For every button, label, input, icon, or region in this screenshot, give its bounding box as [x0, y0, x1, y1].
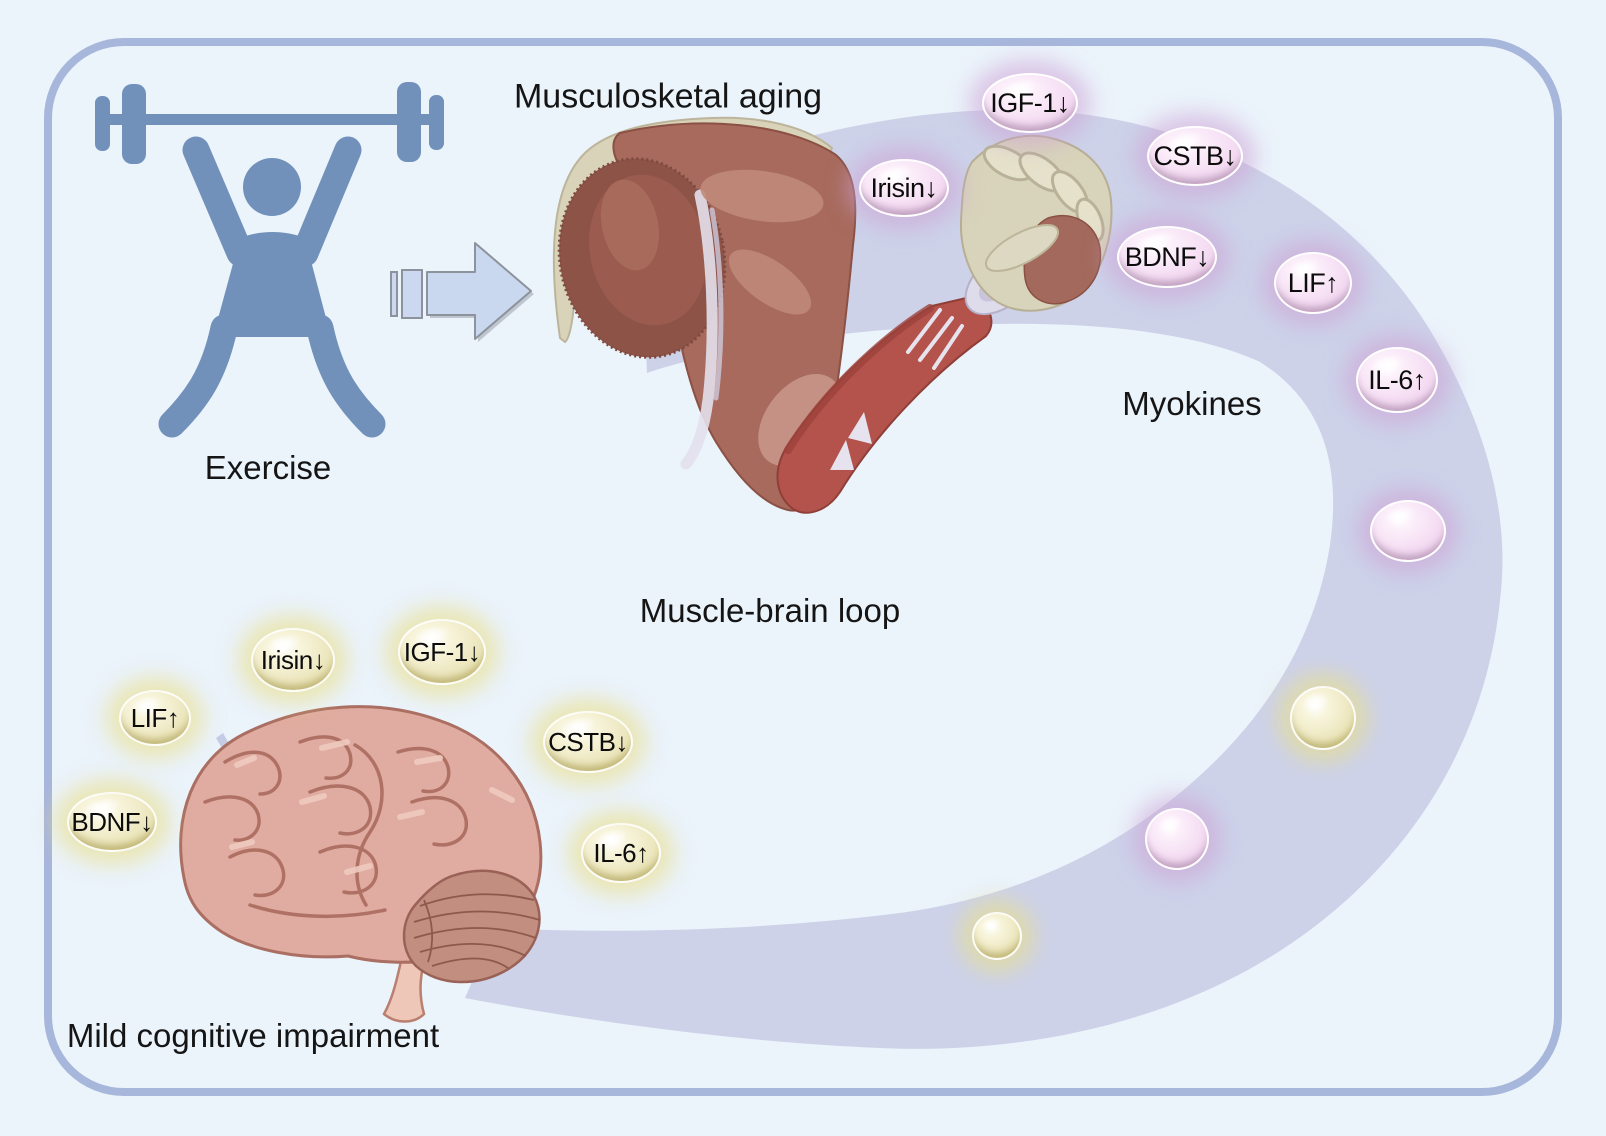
bubble-muscle-bdnf: BDNF↓ — [1117, 226, 1217, 288]
bubble-label: IGF-1↓ — [403, 636, 481, 667]
bubble-traveling-pink-2 — [1145, 808, 1209, 870]
bubble-traveling-yellow-1 — [1290, 686, 1356, 750]
figure-frame-border — [44, 38, 1562, 1096]
bubble-label: LIF↑ — [1287, 267, 1339, 298]
bubble-label: LIF↑ — [130, 702, 180, 733]
bubble-brain-irisin: Irisin↓ — [251, 628, 335, 692]
musculoskeletal-aging-title: Musculosketal aging — [513, 77, 823, 116]
bubble-brain-igf1: IGF-1↓ — [398, 619, 486, 685]
bubble-label: CSTB↓ — [548, 726, 628, 757]
mild-cognitive-impairment-label: Mild cognitive impairment — [66, 1017, 440, 1054]
bubble-muscle-lif: LIF↑ — [1274, 252, 1352, 314]
bubble-brain-cstb: CSTB↓ — [543, 711, 633, 773]
bubble-label: BDNF↓ — [1124, 241, 1210, 272]
bubble-brain-lif: LIF↑ — [119, 690, 191, 746]
bubble-muscle-igf1: IGF-1↓ — [982, 73, 1078, 133]
bubble-label: Irisin↓ — [870, 172, 938, 203]
bubble-label: IGF-1↓ — [990, 87, 1070, 118]
bubble-muscle-cstb: CSTB↓ — [1147, 126, 1243, 186]
bubble-label: CSTB↓ — [1153, 140, 1237, 171]
myokines-label: Myokines — [1122, 385, 1262, 422]
bubble-brain-bdnf: BDNF↓ — [67, 792, 157, 852]
muscle-brain-loop-label: Muscle-brain loop — [639, 592, 901, 629]
exercise-label: Exercise — [204, 449, 332, 486]
bubble-traveling-yellow-2 — [972, 912, 1022, 960]
bubble-muscle-il6: IL-6↑ — [1356, 347, 1438, 413]
bubble-brain-il6: IL-6↑ — [581, 823, 661, 883]
bubble-traveling-pink-1 — [1370, 500, 1446, 562]
bubble-label: Irisin↓ — [260, 644, 326, 675]
bubble-label: IL-6↑ — [1368, 364, 1426, 395]
bubble-label: IL-6↑ — [593, 837, 649, 868]
bubble-muscle-irisin: Irisin↓ — [859, 159, 949, 217]
bubble-label: BDNF↓ — [71, 806, 153, 837]
